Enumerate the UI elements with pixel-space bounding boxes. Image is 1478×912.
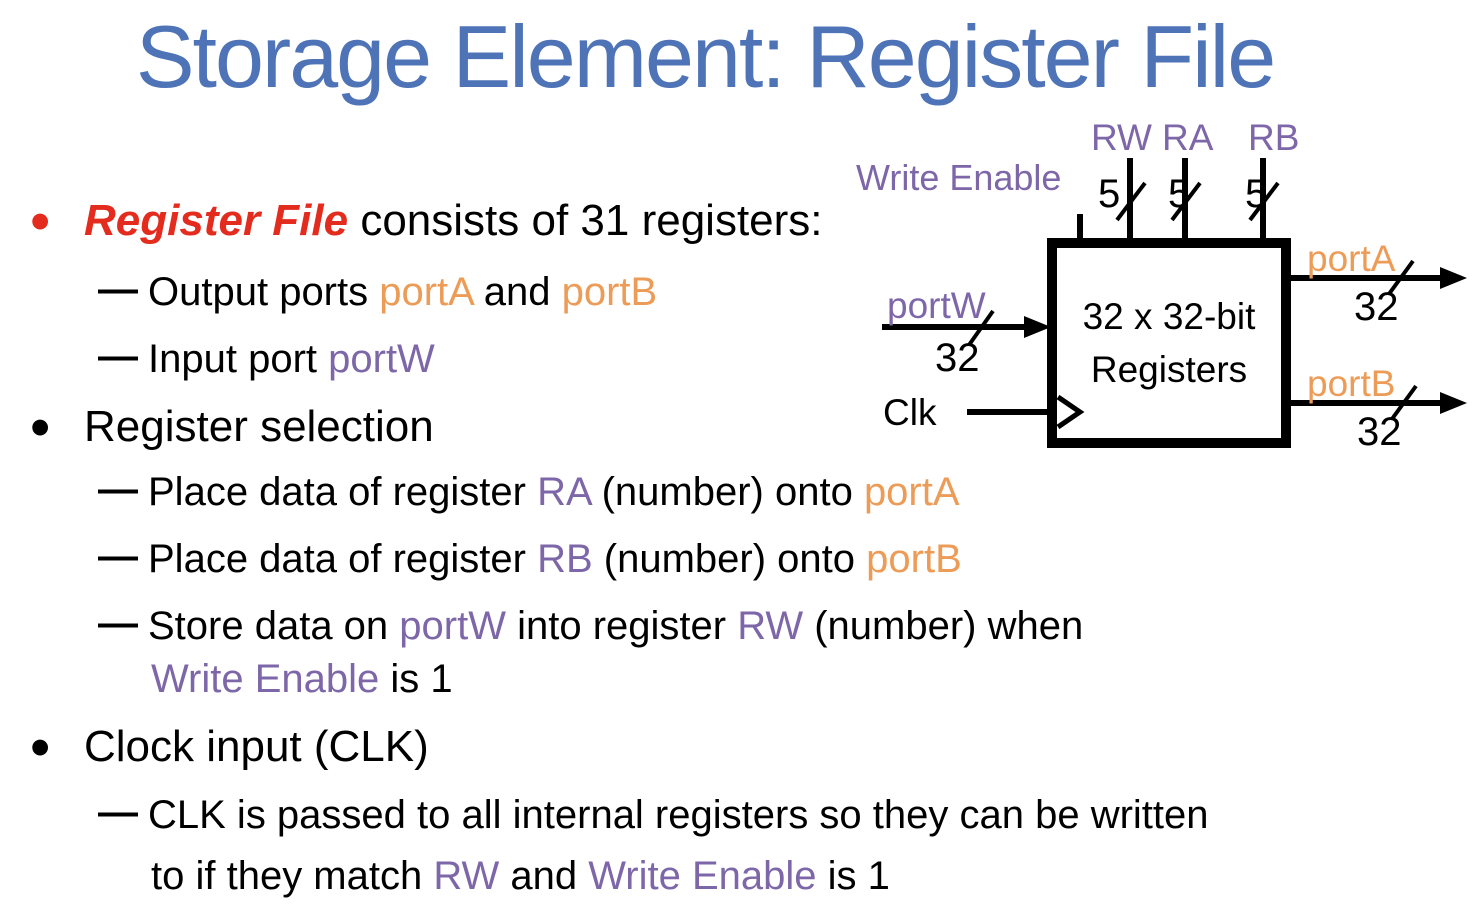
sub-bullet-clk-line2: to if they match RW and Write Enable is … <box>0 854 1478 899</box>
dash-bullet: — <box>98 467 138 511</box>
portb-bus-width: 32 <box>1357 410 1402 454</box>
write-enable-label: Write Enable <box>856 157 1062 198</box>
s23-mid: into register <box>505 604 738 648</box>
register-box-label: 32 x 32-bit Registers <box>1062 253 1276 433</box>
rw-bus-width: 5 <box>1098 172 1121 216</box>
porta-ref: portA <box>379 270 473 314</box>
porta-bus-slash <box>1387 259 1415 296</box>
dash-bullet: — <box>98 601 138 645</box>
portb-label: portB <box>1307 363 1396 404</box>
dash-bullet: — <box>98 334 138 378</box>
register-box <box>1047 238 1291 448</box>
s23-text: Store data on <box>148 604 400 648</box>
register-box-line2: Registers <box>1090 349 1248 390</box>
s21-mid: (number) onto <box>590 470 864 514</box>
portb-ref: portB <box>866 537 962 581</box>
rw-label: RW <box>1091 117 1152 158</box>
sub-bullet-output-ports: — Output ports portA and portB <box>0 267 1478 315</box>
ra-bus-slash <box>1170 181 1202 222</box>
s22-mid: (number) onto <box>592 537 867 581</box>
bullet-register-file: • Register File consists of 31 registers… <box>0 189 1478 254</box>
portw-arrowhead-icon <box>1024 316 1051 338</box>
register-file-wires <box>882 158 1467 448</box>
porta-ref: portA <box>863 470 960 514</box>
rb-ref: RB <box>537 537 593 581</box>
b1-rest: consists of 31 registers: <box>348 196 823 245</box>
dash-bullet: — <box>98 790 138 834</box>
sub-bullet-place-rb: — Place data of register RB (number) ont… <box>0 534 1478 582</box>
s11-and: and <box>472 270 562 314</box>
portb-bus-slash <box>1390 384 1418 421</box>
rb-label: RB <box>1248 117 1300 158</box>
sub-bullet-clk-line1: — CLK is passed to all internal register… <box>0 790 1478 838</box>
s11-text: Output ports <box>148 270 380 314</box>
s23-is1: is 1 <box>379 657 453 701</box>
s31-and: and <box>499 854 589 898</box>
register-file-term: Register File <box>84 196 349 245</box>
porta-arrowhead-icon <box>1440 267 1467 289</box>
s12-text: Input port <box>148 337 329 381</box>
s31-text: to if they match <box>151 854 434 898</box>
portb-ref: portB <box>561 270 658 314</box>
register-file-diagram: Write Enable RW RA RB 5 5 5 32 x 32-bit … <box>850 110 1478 470</box>
bullet-dot: • <box>30 715 51 780</box>
clk-label: Clk <box>883 392 937 433</box>
ra-bus-width: 5 <box>1168 172 1191 216</box>
sub-bullet-place-ra: — Place data of register RA (number) ont… <box>0 467 1478 515</box>
rw-bus-slash <box>1115 181 1147 222</box>
sub-bullet-store-line1: — Store data on portW into register RW (… <box>0 601 1478 649</box>
ra-ref: RA <box>537 470 591 514</box>
rb-bus-width: 5 <box>1245 172 1268 216</box>
sub-bullet-store-line2: Write Enable is 1 <box>0 657 1478 702</box>
sub-bullet-input-port: — Input port portW <box>0 334 1478 382</box>
dash-bullet: — <box>98 534 138 578</box>
clock-edge-triangle-icon <box>1056 394 1085 430</box>
b2-text: Register selection <box>84 402 434 451</box>
rw-ref: RW <box>433 854 500 898</box>
register-box-line1: 32 x 32-bit <box>1082 296 1256 337</box>
portb-arrowhead-icon <box>1440 392 1467 414</box>
ra-label: RA <box>1162 117 1214 158</box>
bullet-dot-red: • <box>30 189 51 254</box>
porta-bus-width: 32 <box>1354 285 1399 329</box>
s31-is1: is 1 <box>816 854 890 898</box>
s23-when: (number) when <box>803 604 1084 648</box>
b3-text: Clock input (CLK) <box>84 722 429 771</box>
s31-line1: CLK is passed to all internal registers … <box>148 793 1209 837</box>
s21-text: Place data of register <box>148 470 538 514</box>
rw-ref: RW <box>737 604 804 648</box>
page-title: Storage Element: Register File <box>135 7 1276 106</box>
portw-bus-slash <box>967 309 995 347</box>
portw-ref: portW <box>399 604 506 648</box>
write-enable-ref: Write Enable <box>151 657 380 701</box>
portw-label: portW <box>887 285 986 326</box>
dash-bullet: — <box>98 267 138 311</box>
rb-bus-slash <box>1248 181 1280 222</box>
bullet-dot: • <box>30 395 51 460</box>
write-enable-ref: Write Enable <box>588 854 817 898</box>
s22-text: Place data of register <box>148 537 538 581</box>
portw-bus-width: 32 <box>935 336 980 380</box>
porta-label: portA <box>1307 238 1396 279</box>
bullet-clock-input: • Clock input (CLK) <box>0 715 1478 780</box>
bullet-register-selection: • Register selection <box>0 395 1478 460</box>
portw-ref: portW <box>328 337 435 381</box>
